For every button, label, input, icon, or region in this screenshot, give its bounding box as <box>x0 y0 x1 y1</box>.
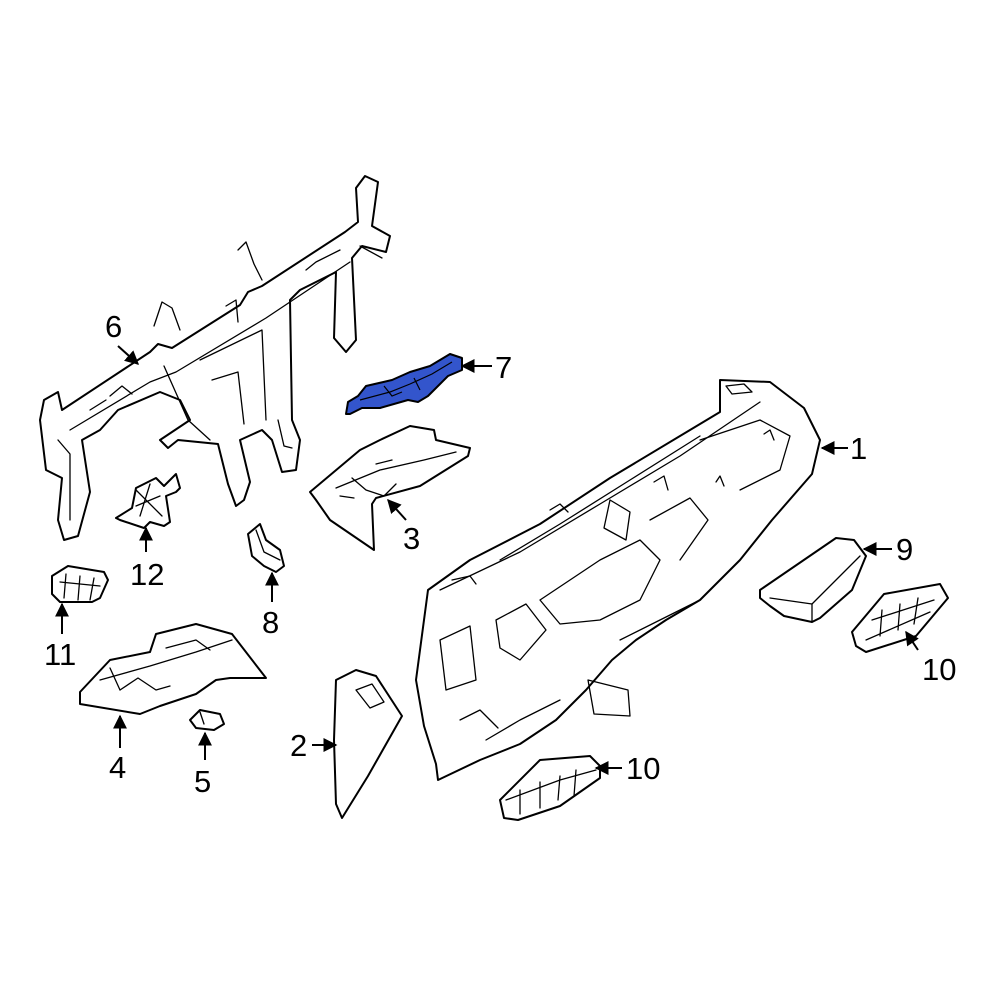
part-9-module[interactable] <box>759 537 867 623</box>
callout-labels: 1 2 3 4 5 6 7 8 9 10 10 11 12 <box>44 309 956 799</box>
part-3-panel[interactable] <box>309 425 471 551</box>
part-1-instrument-panel[interactable] <box>415 379 821 781</box>
part-7-bracket[interactable] <box>345 353 463 415</box>
callout-10-lower: 10 <box>626 751 660 786</box>
part-12-bracket[interactable] <box>115 473 181 529</box>
leader-3 <box>387 498 407 521</box>
callout-12: 12 <box>130 557 164 592</box>
part-5-clip[interactable] <box>189 709 225 731</box>
callout-7: 7 <box>495 350 512 385</box>
leader-lines <box>55 345 919 775</box>
leader-6 <box>117 345 140 365</box>
callout-11: 11 <box>44 637 76 672</box>
callout-9: 9 <box>896 532 913 567</box>
part-8-bracket[interactable] <box>247 523 285 573</box>
part-6-cross-car-beam[interactable] <box>39 175 391 541</box>
part-2-side-trim[interactable] <box>333 669 403 819</box>
part-10-switch-module-lower[interactable] <box>499 755 601 821</box>
part-10-switch-module-upper[interactable] <box>851 583 949 653</box>
callout-6: 6 <box>105 309 122 344</box>
part-11-clip[interactable] <box>51 565 109 603</box>
callout-2: 2 <box>290 728 307 763</box>
callout-10-upper: 10 <box>922 652 956 687</box>
callout-1: 1 <box>850 431 867 466</box>
leader-10a <box>905 630 919 651</box>
callout-3: 3 <box>403 521 420 556</box>
part-4-lower-panel[interactable] <box>79 623 267 715</box>
callout-8: 8 <box>262 605 279 640</box>
callout-4: 4 <box>109 750 126 785</box>
callout-5: 5 <box>194 764 211 799</box>
